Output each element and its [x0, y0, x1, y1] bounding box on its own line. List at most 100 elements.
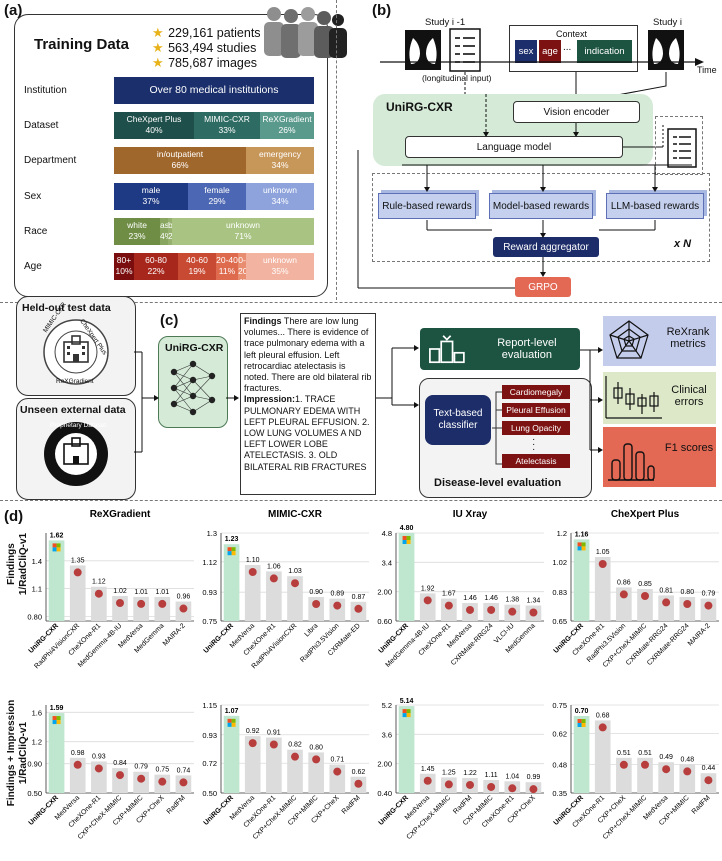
bar	[637, 757, 653, 793]
logo-marker	[158, 777, 167, 786]
model-based-rewards: Model-based rewards	[489, 193, 593, 219]
logo-marker	[231, 547, 236, 552]
bar-value-label: 0.79	[702, 591, 716, 598]
panel-c-divider	[0, 302, 722, 303]
model-name-label: UniRG-CXR	[386, 100, 453, 114]
y-tick-label: 1.1	[32, 585, 42, 594]
outputs-arrows	[580, 347, 603, 453]
bar	[133, 596, 149, 621]
logo-marker	[577, 542, 582, 547]
bar-value-label: 0.93	[92, 753, 106, 760]
y-tick-label: 0.35	[552, 789, 567, 798]
grpo-box: GRPO	[515, 277, 571, 297]
context-box	[509, 25, 638, 72]
logo-marker	[56, 716, 61, 721]
logo-marker	[73, 760, 82, 769]
bar-value-label: 4.80	[400, 525, 414, 532]
f1-label: F1 scores	[664, 442, 714, 454]
logo-marker	[662, 765, 671, 774]
bar	[223, 544, 240, 621]
panel-b-letter: (b)	[372, 2, 392, 19]
logo-marker	[402, 536, 407, 540]
bar	[69, 565, 86, 621]
generated-report-icon	[667, 128, 697, 168]
logo-marker	[354, 779, 363, 788]
y-tick-label: 0.65	[552, 617, 567, 626]
bar-value-label: 0.80	[680, 589, 694, 596]
logo-marker	[581, 723, 586, 727]
star-icon: ★	[152, 25, 164, 40]
logo-marker	[641, 760, 649, 769]
logo-marker	[406, 713, 411, 718]
logo-marker	[312, 755, 321, 764]
composition-segment: 80+10%	[114, 253, 134, 280]
logo-marker	[291, 579, 299, 588]
patients-stat: ★ 229,161 patients	[152, 25, 261, 40]
logo-marker	[227, 547, 232, 552]
bar-value-label: 1.25	[442, 769, 456, 776]
llm-based-rewards: LLM-based rewards	[606, 193, 704, 219]
bar	[441, 598, 457, 621]
y-tick-label: 0.40	[377, 789, 392, 798]
bar	[69, 757, 86, 793]
panel-c-arrows	[134, 345, 419, 453]
bar-value-label: 1.10	[246, 557, 260, 564]
vision-encoder: Vision encoder	[513, 101, 640, 123]
bar-value-label: 0.84	[113, 760, 127, 767]
logo-marker	[52, 543, 57, 548]
bar	[700, 598, 717, 621]
logo-marker	[52, 547, 57, 552]
logo-marker	[179, 778, 188, 787]
composition-segment: black2%	[168, 217, 172, 245]
category-label: RadPhi3.5Vision	[299, 622, 341, 664]
bar-value-label: 0.75	[155, 767, 169, 774]
bar-value-label: 0.87	[352, 594, 366, 601]
y-tick-label: 0.48	[552, 760, 567, 769]
model-arrows	[483, 94, 664, 148]
ring-label-rexgradient: ReXGradient	[56, 378, 94, 385]
y-tick-label: 1.2	[32, 738, 42, 747]
bar-value-label: 0.51	[617, 750, 631, 757]
bar-value-label: 0.96	[177, 594, 191, 601]
logo-marker	[423, 596, 432, 605]
logo-marker	[406, 540, 411, 544]
logo-marker	[662, 598, 671, 607]
disease-pleural-effusion: Pleural Effusion	[502, 403, 570, 417]
chart-title: IU Xray	[453, 509, 488, 520]
bar-value-label: 1.59	[50, 705, 64, 712]
logo-marker	[704, 601, 713, 610]
context-ellipsis: ...	[563, 42, 572, 53]
text-classifier: Text-based classifier	[425, 395, 491, 445]
composition-segment: asian4%	[160, 217, 168, 245]
radar-icon	[609, 320, 649, 359]
bar-value-label: 1.12	[92, 579, 106, 586]
logo-marker	[581, 542, 586, 547]
panel-c-letter: (c)	[160, 312, 179, 329]
logo-marker	[179, 604, 188, 613]
y-tick-label: 3.6	[382, 730, 392, 739]
logo-marker	[94, 589, 103, 598]
y-tick-label: 0.60	[377, 617, 392, 626]
bar	[287, 576, 303, 621]
y-tick-label: 1.6	[32, 708, 42, 717]
logo-marker	[116, 598, 124, 607]
logo-marker	[402, 713, 407, 718]
logo-marker	[581, 719, 586, 723]
bar-value-label: 0.98	[71, 750, 85, 757]
images-stat: ★ 785,687 images	[152, 55, 258, 70]
star-icon: ★	[152, 55, 164, 70]
bar	[266, 737, 282, 793]
bar-value-label: 0.92	[246, 728, 260, 735]
row-label: Dataset	[24, 120, 59, 132]
panel-d-divider	[0, 500, 722, 501]
bar-value-label: 0.49	[659, 754, 673, 761]
boxplot-icon	[605, 376, 662, 419]
logo-marker	[619, 760, 628, 769]
y-tick-label: 1.3	[207, 529, 217, 538]
logo-marker	[116, 771, 124, 780]
